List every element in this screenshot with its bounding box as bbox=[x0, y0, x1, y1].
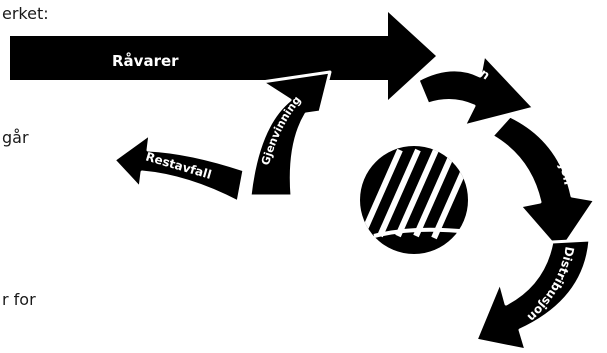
text-fragment-middle: går bbox=[2, 128, 29, 147]
residual-waste-arrow bbox=[112, 132, 246, 204]
distribution-arrow bbox=[474, 238, 592, 352]
raw-materials-arrow bbox=[10, 12, 436, 100]
raw-materials-label: Råvarer bbox=[112, 52, 179, 70]
text-fragment-top: erket: bbox=[2, 4, 49, 23]
recycling-arrow bbox=[248, 70, 332, 198]
design-arrow bbox=[416, 53, 536, 128]
ecolabel-icon bbox=[360, 146, 471, 254]
text-fragment-bottom: r for bbox=[2, 290, 36, 309]
